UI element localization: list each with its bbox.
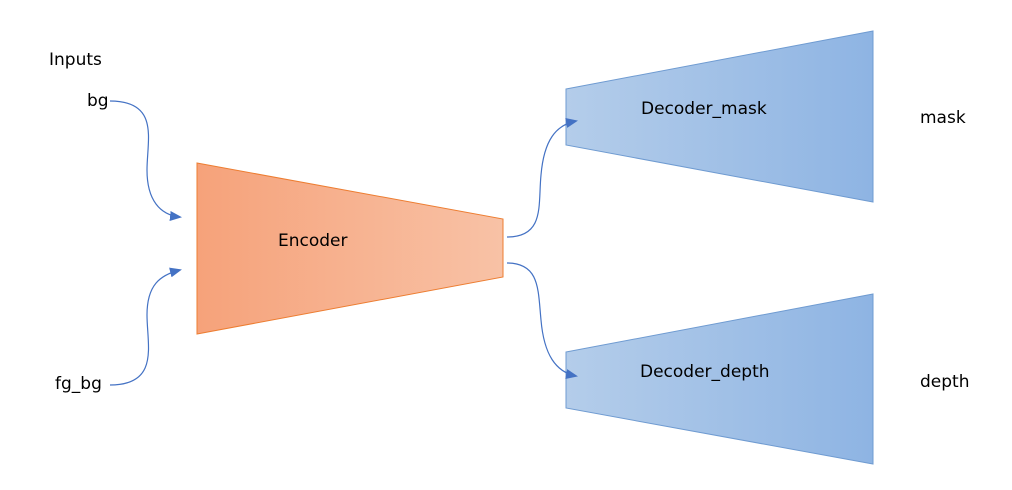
arrow-fgbg-to-encoder — [109, 267, 182, 386]
decoder-depth-block — [565, 293, 874, 465]
arrow-encoder-to-decoder-mask — [506, 118, 578, 238]
bg-input-label: bg — [87, 91, 109, 111]
inputs-label: Inputs — [49, 50, 102, 70]
decoder-depth-label: Decoder_depth — [640, 362, 770, 382]
encoder-label: Encoder — [278, 231, 348, 251]
fg-bg-input-label: fg_bg — [55, 374, 102, 394]
encoder-block — [196, 162, 504, 335]
depth-output-label: depth — [920, 372, 970, 392]
arrow-encoder-to-decoder-depth — [506, 262, 578, 379]
decoder-mask-label: Decoder_mask — [641, 99, 767, 119]
mask-output-label: mask — [920, 108, 966, 128]
arrow-bg-to-encoder — [109, 100, 182, 221]
